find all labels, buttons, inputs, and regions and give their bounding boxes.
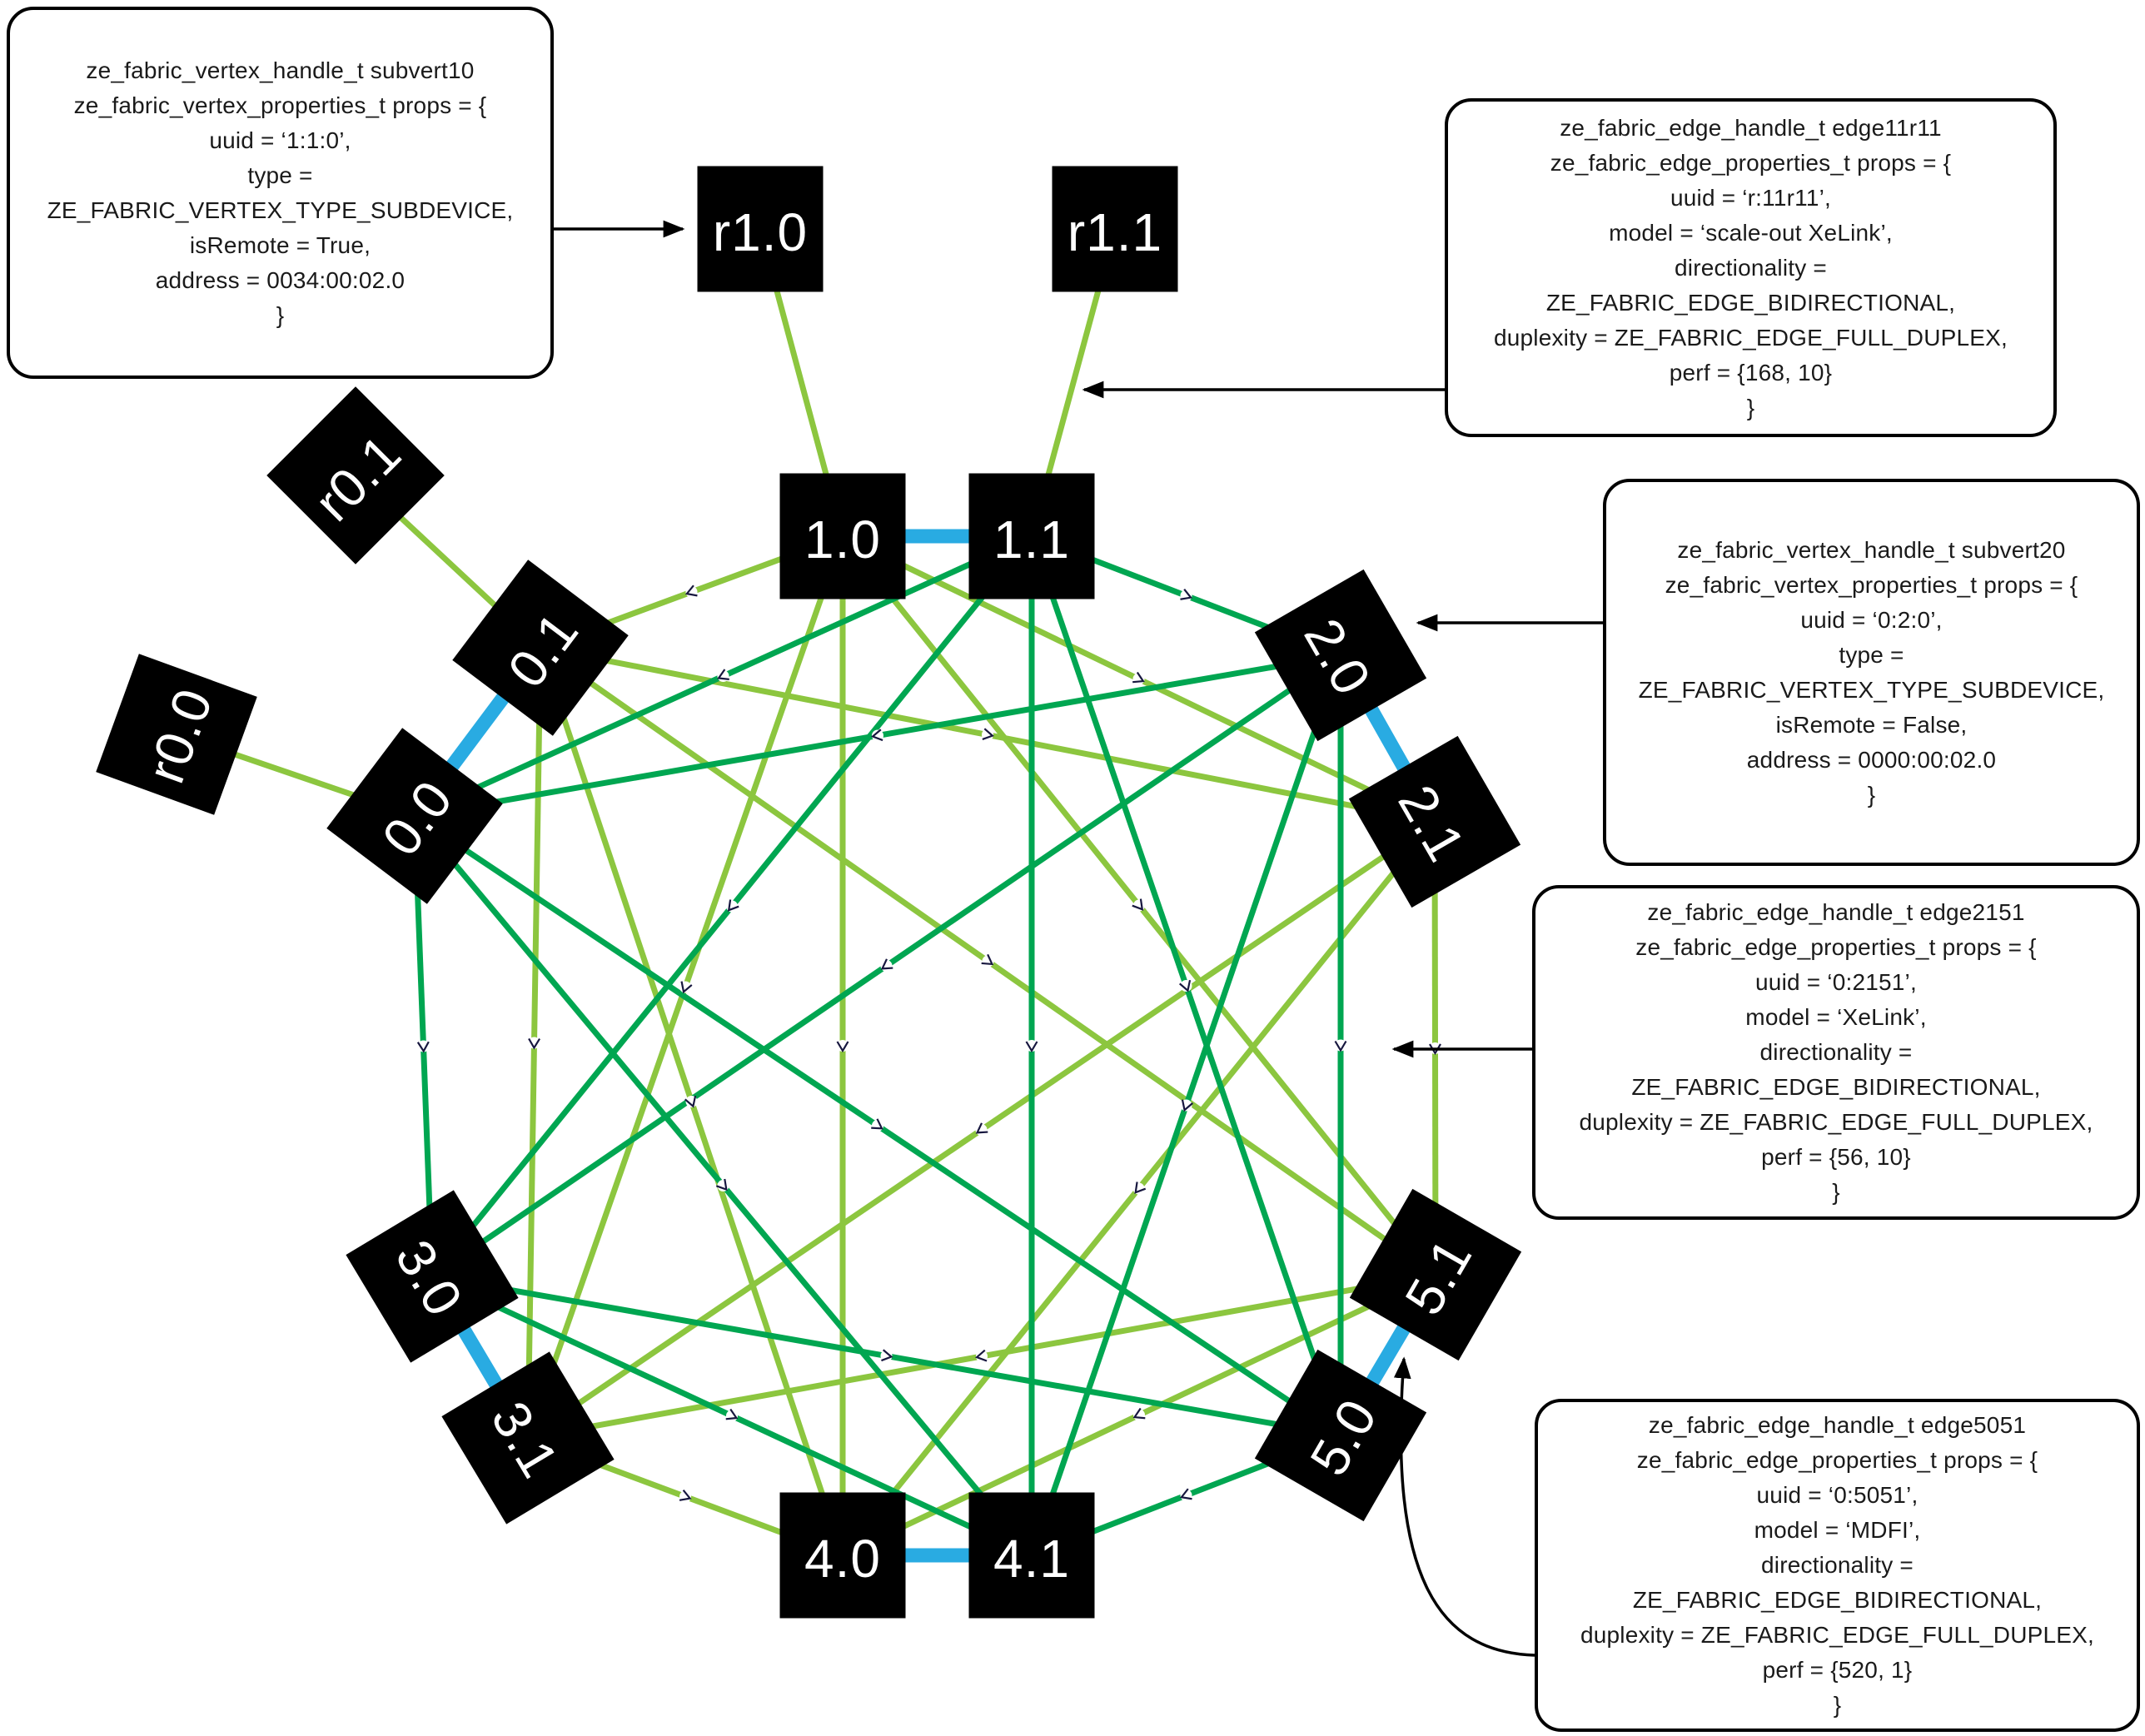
callout-subvert10: ze_fabric_vertex_handle_t subvert10 ze_f… [7, 7, 554, 379]
node-2.1: 2.1 [1348, 735, 1521, 908]
callout-subvert20-text: ze_fabric_vertex_handle_t subvert20 ze_f… [1638, 536, 2105, 808]
node-1.1-square [968, 473, 1095, 599]
edge-direction-chevron [1429, 1043, 1441, 1056]
node-0.0: 0.0 [326, 728, 503, 904]
edge-direction-chevron [725, 1408, 739, 1420]
edge-direction-chevron [715, 1178, 728, 1191]
callout-edge5051-text: ze_fabric_edge_handle_t edge5051 ze_fabr… [1580, 1412, 2095, 1718]
edge-direction-chevron [1132, 1407, 1146, 1420]
node-4.1: 4.1 [968, 1492, 1095, 1619]
node-4.1-square [968, 1492, 1095, 1619]
edge-direction-chevron [975, 1122, 988, 1134]
callout-edge2151: ze_fabric_edge_handle_t edge2151 ze_fabr… [1532, 885, 2140, 1220]
node-r0.1: r0.1 [266, 386, 445, 565]
edge-direction-chevron [1181, 1099, 1193, 1112]
node-3.1-square [441, 1351, 615, 1525]
edge-direction-chevron [1179, 979, 1192, 992]
edge-direction-chevron [1025, 1041, 1038, 1053]
node-r0.1-square [266, 386, 445, 565]
edge-direction-chevron [727, 899, 739, 912]
edge-direction-chevron [684, 1095, 697, 1108]
node-0.1-square [452, 560, 629, 736]
nodes-layer: r1.0 r1.1 1.0 1.1 r0.10.1 r0.0 0.0 2.02.1 3.03.1… [96, 166, 1522, 1619]
edge-direction-chevron [1134, 1181, 1147, 1194]
node-3.0-square [346, 1190, 519, 1363]
node-0.0-square [326, 728, 503, 904]
node-r1.0-label: r1.0 [713, 202, 808, 262]
edge-direction-chevron [982, 728, 995, 740]
node-r1.1-label: r1.1 [1068, 202, 1162, 262]
node-r0.0-square [96, 654, 257, 815]
node-r1.0: r1.0 [697, 166, 824, 292]
node-3.0: 3.0 [346, 1190, 519, 1363]
edge-direction-chevron [881, 1349, 893, 1362]
node-4.0: 4.0 [779, 1492, 906, 1619]
node-1.1-label: 1.1 [993, 510, 1070, 570]
node-4.1-label: 4.1 [993, 1529, 1070, 1589]
edge-midpoint-gap [528, 1037, 540, 1049]
edge-direction-chevron [981, 953, 994, 966]
edge-midpoint-gap [837, 1040, 849, 1052]
node-5.0: 5.0 [1254, 1349, 1427, 1522]
edge-midpoint-gap [1335, 1039, 1346, 1052]
edge-direction-chevron [1180, 588, 1193, 600]
node-2.0: 2.0 [1254, 569, 1427, 742]
edge-direction-chevron [528, 1037, 541, 1050]
edge-direction-chevron [836, 1041, 849, 1053]
edge-direction-chevron [1132, 671, 1145, 684]
edge-direction-chevron [974, 1349, 988, 1362]
callout-subvert20: ze_fabric_vertex_handle_t subvert20 ze_f… [1603, 479, 2140, 866]
callout-subvert10-text: ze_fabric_vertex_handle_t subvert10 ze_f… [47, 57, 514, 328]
edge-direction-chevron [870, 729, 883, 742]
edge-direction-chevron [416, 1041, 430, 1053]
node-r1.1: r1.1 [1052, 166, 1178, 292]
node-r1.0-square [697, 166, 824, 292]
node-r1.1-square [1052, 166, 1178, 292]
edge-direction-chevron [1132, 898, 1144, 911]
edge-direction-chevrons-layer [416, 584, 1441, 1503]
callout-edge11r11: ze_fabric_edge_handle_t edge11r11 ze_fab… [1445, 98, 2057, 437]
edge-direction-chevron [680, 981, 693, 994]
node-5.0-square [1254, 1349, 1427, 1522]
edge-direction-chevron [880, 958, 893, 970]
callout-edge5051: ze_fabric_edge_handle_t edge5051 ze_fabr… [1535, 1399, 2140, 1732]
node-5.1: 5.1 [1349, 1188, 1522, 1361]
node-1.0-square [779, 473, 906, 599]
edge-direction-chevron [1334, 1040, 1347, 1052]
node-1.0-label: 1.0 [804, 510, 881, 570]
node-r0.0: r0.0 [96, 654, 257, 815]
callout-arrows-layer [554, 220, 1603, 1657]
edge-direction-chevron [1179, 1488, 1192, 1500]
node-2.1-square [1348, 735, 1521, 908]
callout-edge2151-text: ze_fabric_edge_handle_t edge2151 ze_fabr… [1579, 899, 2093, 1205]
node-4.0-square [779, 1492, 906, 1619]
node-1.1: 1.1 [968, 473, 1095, 599]
node-0.1: 0.1 [452, 560, 629, 736]
callout-edge11r11-text: ze_fabric_edge_handle_t edge11r11 ze_fab… [1493, 114, 2008, 420]
arrow-edge5051-to-link [1393, 1356, 1535, 1657]
node-3.1: 3.1 [441, 1351, 615, 1525]
edge-direction-chevron [684, 584, 698, 597]
node-2.0-square [1254, 569, 1427, 742]
edge-direction-chevron [717, 669, 729, 680]
edge-midpoint-gap [417, 1040, 430, 1052]
edge-midpoint-gap [1026, 1040, 1038, 1052]
edge-midpoint-gap [1133, 899, 1145, 912]
node-1.0: 1.0 [779, 473, 906, 599]
edge-direction-chevron [871, 1118, 883, 1130]
node-4.0-label: 4.0 [804, 1529, 881, 1589]
node-5.1-square [1349, 1188, 1522, 1361]
edge-direction-chevron [679, 1489, 692, 1501]
